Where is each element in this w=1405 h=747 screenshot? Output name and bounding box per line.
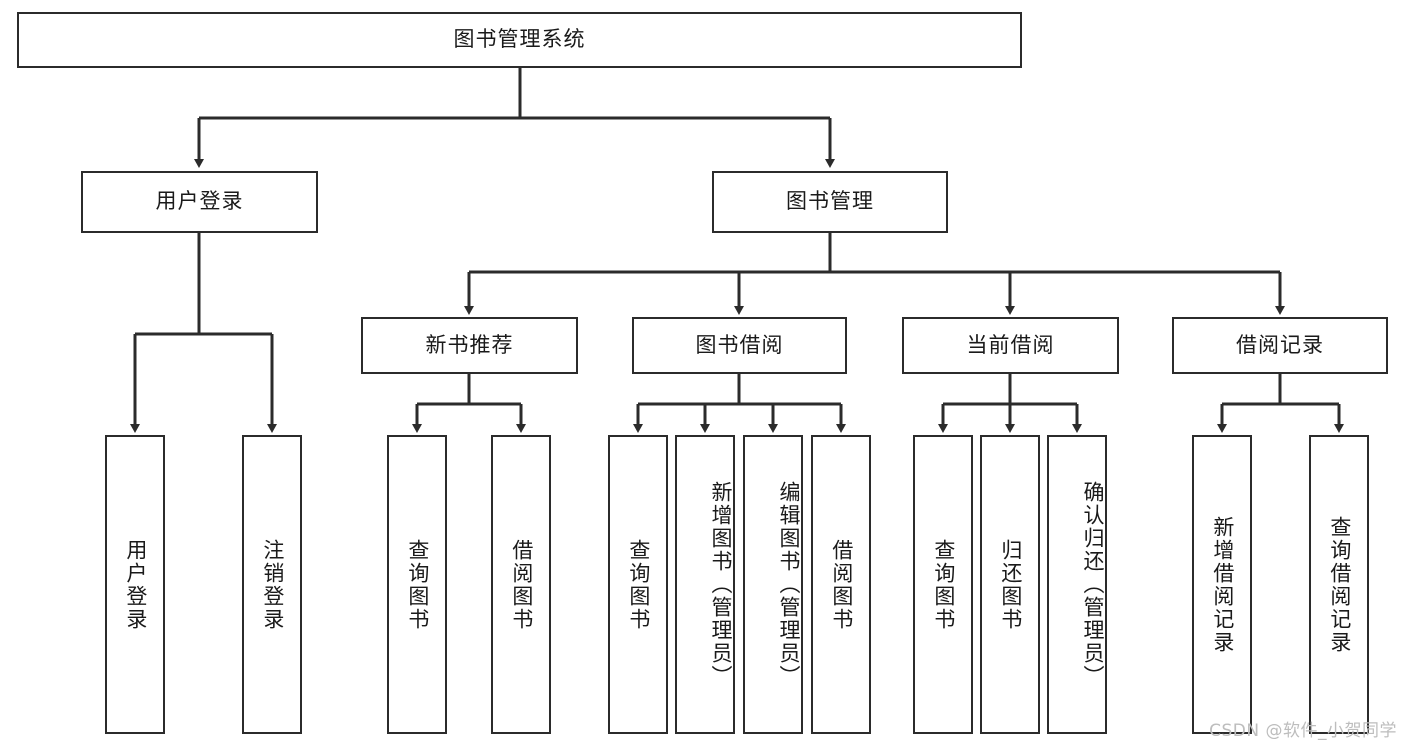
leaf-records-add-record[interactable]: 新增借阅记录: [1192, 435, 1252, 734]
node-label: 查询图书: [405, 538, 430, 631]
node-label: 图书管理: [786, 189, 874, 214]
node-label: 查询图书: [931, 538, 956, 631]
node-label: 借阅图书: [829, 538, 854, 631]
node-book-management[interactable]: 图书管理: [712, 171, 948, 233]
node-label: 用户登录: [155, 189, 244, 214]
node-label: 注销登录: [260, 538, 285, 631]
csdn-watermark: CSDN @软件_小贺同学: [1209, 721, 1397, 741]
node-label: 借阅图书: [509, 538, 534, 631]
node-label: 归还图书: [998, 538, 1023, 631]
node-label: 新增借阅记录: [1210, 515, 1235, 654]
node-label: 图书借阅: [695, 332, 784, 357]
leaf-user-login-logout[interactable]: 注销登录: [242, 435, 302, 734]
leaf-current-confirm-return-admin[interactable]: 确认归还（管理员）: [1047, 435, 1107, 734]
leaf-current-return-book[interactable]: 归还图书: [980, 435, 1040, 734]
node-label: 编辑图书（管理员）: [777, 481, 801, 688]
node-label: 查询图书: [626, 538, 651, 631]
leaf-borrow-add-book-admin[interactable]: 新增图书（管理员）: [675, 435, 735, 734]
node-borrow-records[interactable]: 借阅记录: [1172, 317, 1388, 374]
node-label: 新书推荐: [425, 332, 514, 357]
node-label: 借阅记录: [1236, 332, 1324, 357]
node-new-book-recommend[interactable]: 新书推荐: [361, 317, 578, 374]
leaf-current-query-book[interactable]: 查询图书: [913, 435, 973, 734]
node-label: 确认归还（管理员）: [1081, 481, 1105, 688]
leaf-recommend-query-book[interactable]: 查询图书: [387, 435, 447, 734]
node-root-library-system[interactable]: 图书管理系统: [17, 12, 1022, 68]
node-current-borrow[interactable]: 当前借阅: [902, 317, 1119, 374]
leaf-borrow-edit-book-admin[interactable]: 编辑图书（管理员）: [743, 435, 803, 734]
node-label: 新增图书（管理员）: [709, 481, 733, 688]
node-book-borrow[interactable]: 图书借阅: [632, 317, 847, 374]
node-label: 查询借阅记录: [1327, 515, 1352, 654]
leaf-recommend-borrow-book[interactable]: 借阅图书: [491, 435, 551, 734]
leaf-records-query-record[interactable]: 查询借阅记录: [1309, 435, 1369, 734]
leaf-user-login-login[interactable]: 用户登录: [105, 435, 165, 734]
node-user-login[interactable]: 用户登录: [81, 171, 318, 233]
node-label: 用户登录: [123, 538, 148, 631]
leaf-borrow-borrow-book[interactable]: 借阅图书: [811, 435, 871, 734]
leaf-borrow-query-book[interactable]: 查询图书: [608, 435, 668, 734]
node-label: 图书管理系统: [453, 27, 586, 52]
node-label: 当前借阅: [966, 332, 1055, 357]
